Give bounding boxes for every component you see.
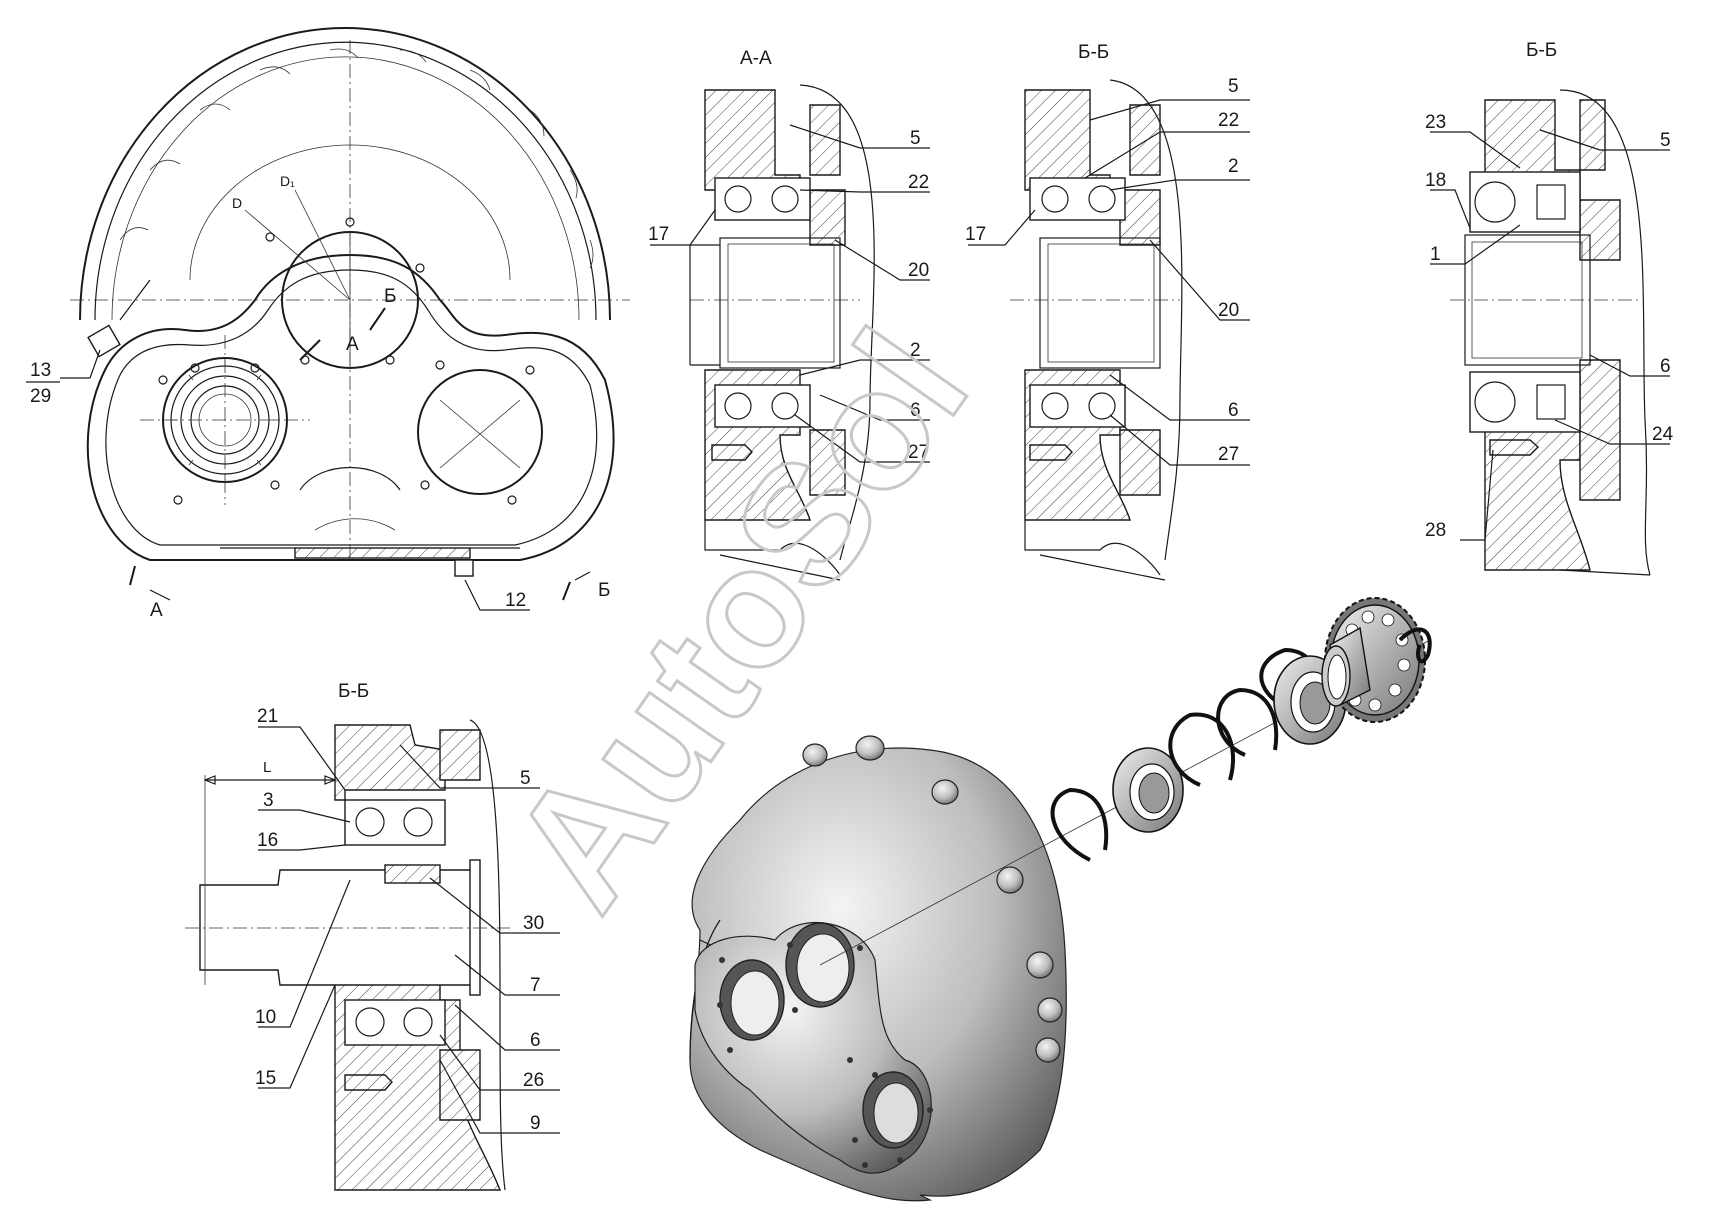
section-bb3-label-9: 9: [530, 1113, 541, 1134]
section-bb3-label-26: 26: [523, 1070, 544, 1091]
section-bb3-label-16: 16: [257, 830, 278, 851]
section-bb1-label-6: 6: [1228, 400, 1239, 421]
section-bb2: [1450, 89, 1651, 576]
exploded-view: [689, 597, 1432, 1202]
section-bb3-leaders: [258, 726, 560, 1134]
front-label-29: 29: [30, 386, 51, 407]
section-bb3: [185, 719, 510, 1191]
dim-label-d: D: [232, 195, 242, 211]
section-aa-label-20: 20: [908, 260, 929, 281]
section-bb3-label-21: 21: [257, 706, 278, 727]
section-bb3-label-6: 6: [530, 1030, 541, 1051]
section-bb1-label-22: 22: [1218, 110, 1239, 131]
section-bb3-label-15: 15: [255, 1068, 276, 1089]
section-bb1-label-5: 5: [1228, 76, 1239, 97]
section-bb1-title: Б-Б: [1078, 42, 1109, 63]
section-bb1-label-27: 27: [1218, 444, 1239, 465]
section-bb3-label-7: 7: [530, 975, 541, 996]
section-mark-b-outer: Б: [598, 580, 610, 601]
section-bb1-label-2: 2: [1228, 156, 1239, 177]
section-bb3-label-30: 30: [523, 913, 544, 934]
section-bb3-label-3: 3: [263, 790, 274, 811]
section-aa: [689, 84, 875, 581]
front-label-13: 13: [30, 360, 51, 381]
front-view: [60, 27, 630, 611]
section-aa-label-27: 27: [908, 442, 929, 463]
section-bb1-label-17: 17: [965, 224, 986, 245]
section-bb3-dim-l: L: [263, 759, 271, 776]
section-aa-label-2: 2: [910, 340, 921, 361]
section-bb1-leaders: [968, 99, 1250, 466]
section-mark-b-inner: Б: [384, 286, 396, 307]
section-aa-label-17: 17: [648, 224, 669, 245]
section-aa-label-22: 22: [908, 172, 929, 193]
section-mark-a-outer: А: [150, 600, 163, 621]
section-bb2-label-6: 6: [1660, 356, 1671, 377]
section-bb2-label-5: 5: [1660, 130, 1671, 151]
section-bb2-label-18: 18: [1425, 170, 1446, 191]
section-bb2-label-24: 24: [1652, 424, 1674, 445]
section-aa-title: А-А: [740, 48, 772, 69]
front-label-12: 12: [505, 590, 526, 611]
section-aa-leaders: [650, 124, 930, 463]
section-aa-label-6: 6: [910, 400, 921, 421]
section-bb2-label-23: 23: [1425, 112, 1446, 133]
section-bb2-label-28: 28: [1425, 520, 1446, 541]
section-bb1-label-20: 20: [1218, 300, 1239, 321]
section-bb2-leaders: [1430, 129, 1670, 541]
section-bb2-label-1: 1: [1430, 244, 1441, 265]
section-mark-a-inner: А: [346, 334, 359, 355]
section-bb1: [1010, 79, 1183, 581]
section-bb3-title: Б-Б: [338, 681, 369, 702]
dim-label-d1: D₁: [280, 173, 295, 189]
section-aa-label-5: 5: [910, 128, 921, 149]
section-bb3-label-5: 5: [520, 768, 531, 789]
section-bb3-label-10: 10: [255, 1007, 276, 1028]
section-bb2-title: Б-Б: [1526, 40, 1557, 61]
